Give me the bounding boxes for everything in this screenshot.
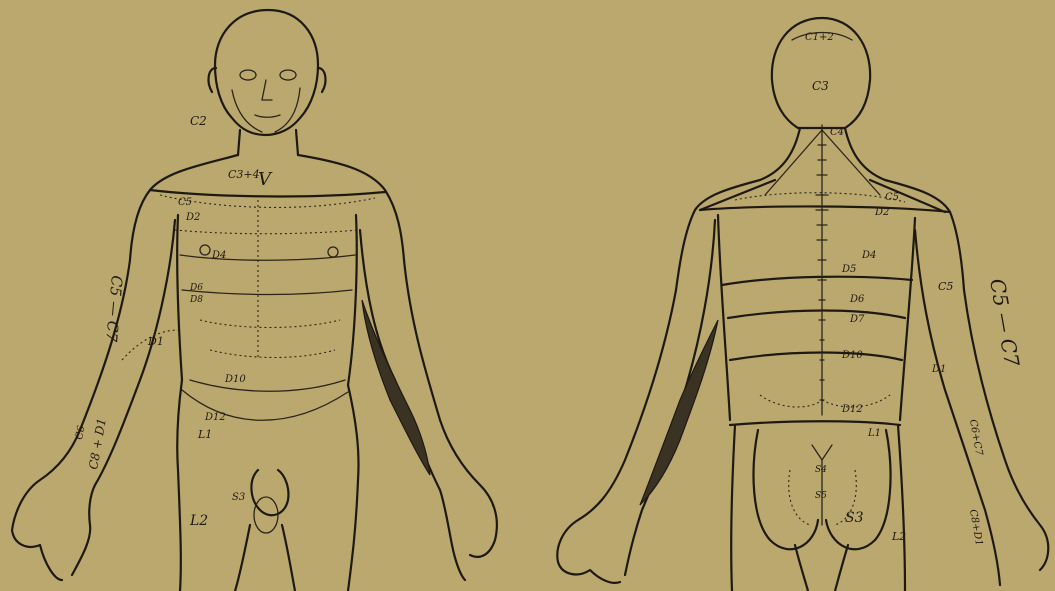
back-label-c5-c7: C5 — C7 [985,277,1024,369]
front-label-c8-d1: C8 + D1 [86,417,109,470]
front-label-d4: D4 [211,250,226,261]
back-label-d2: D2 [874,207,889,218]
front-label-d10: D10 [224,374,246,385]
back-label-c4: C4 [830,127,844,138]
front-label-v: V [258,169,273,190]
back-figure [557,18,1048,591]
back-label-d4: D4 [861,250,876,261]
back-label-d10: D10 [841,350,863,361]
back-label-s5: S5 [815,491,827,501]
front-label-c3c4: C3+4 [228,168,260,181]
back-label-s4: S4 [815,465,827,475]
back-label-d6: D6 [849,294,865,305]
front-label-c6: C6 [74,424,87,440]
front-label-s3: S3 [232,492,245,503]
back-label-c1c2: C1+2 [805,32,834,43]
front-label-l2: L2 [189,513,208,529]
back-label-l2: L2 [891,530,906,543]
back-label-c5: C5 [885,192,899,203]
front-label-c5: C5 [178,197,192,208]
back-label-s3: S3 [845,510,864,526]
front-figure [12,10,497,591]
front-label-d1: D1 [147,335,164,348]
front-label-d8: D8 [189,295,203,305]
back-label-l1: L1 [867,428,881,439]
back-label-c3: C3 [812,79,829,93]
front-label-d6: D6 [189,283,203,293]
front-label-c2: C2 [190,114,207,128]
front-label-l1: L1 [197,428,212,441]
back-label-c8d1: C8+D1 [967,509,984,547]
back-label-d1: D1 [931,364,946,375]
back-label-d12: D12 [841,404,863,415]
back-label-d7: D7 [849,314,865,325]
front-label-d2: D2 [185,212,200,223]
back-label-d5: D5 [841,264,856,275]
back-label-c6c7: C6+C7 [967,419,984,457]
front-label-d12: D12 [204,412,226,423]
front-label-c5-c7: C5 — C7 [102,275,126,343]
back-label-c5-arm: C5 [938,280,953,293]
